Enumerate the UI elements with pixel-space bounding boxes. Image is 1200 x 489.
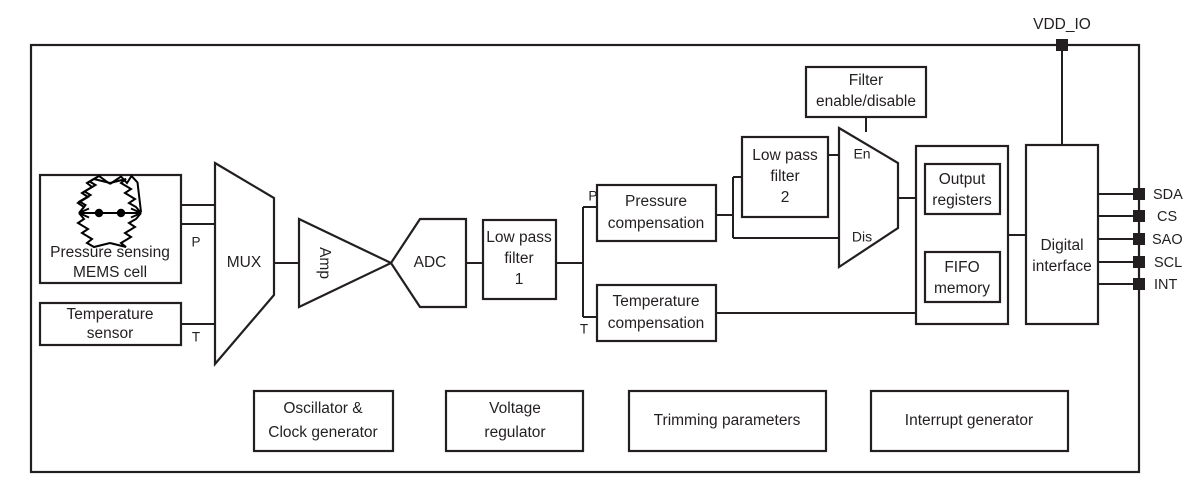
filter-ctrl-label-line1: Filter: [849, 72, 883, 89]
trimming-parameters-box: [627, 389, 828, 453]
pin-scl-pad: [1133, 256, 1145, 268]
low-pass-filter-1-block: Low pass filter 1: [481, 218, 558, 301]
amplifier-triangle: [297, 217, 394, 309]
output-registers-label-line1: Output: [939, 171, 986, 188]
vdd-io-net: [1056, 39, 1068, 145]
interrupt-generator-block: Interrupt generator: [869, 389, 1070, 453]
low-pass-filter-1-box: [481, 218, 558, 301]
wheatstone-bridge-legs: [76, 177, 142, 249]
temperature-sensor-block: Temperature sensor: [38, 301, 183, 347]
pressure-compensation-label-line1: Pressure: [625, 193, 687, 210]
input-mux-block: MUX: [213, 161, 276, 367]
adc-block: ADC: [389, 217, 468, 309]
pin-cs: CS: [1098, 209, 1177, 225]
lpf2-label-line3: 2: [781, 189, 790, 206]
voltage-regulator-label-line1: Voltage: [489, 400, 541, 417]
mems-label-line1: Pressure sensing: [50, 244, 170, 261]
filter-mux-en-label: En: [853, 146, 870, 162]
lpf1-label-line3: 1: [515, 271, 524, 288]
temperature-compensation-label-line1: Temperature: [612, 293, 699, 310]
voltage-regulator-block: Voltage regulator: [444, 389, 585, 453]
filter-mux-dis-label: Dis: [852, 229, 872, 245]
lpf2-label-line2: filter: [770, 168, 799, 185]
trimming-parameters-label: Trimming parameters: [654, 412, 801, 429]
pressure-compensation-block: Pressure compensation: [595, 183, 718, 243]
amplifier-label: Amp: [316, 247, 333, 279]
digital-interface-label-line2: interface: [1032, 258, 1091, 275]
digital-interface-block: Digital interface: [1024, 143, 1100, 326]
interface-pin-group: SDA CS SAO SCL INT: [1098, 187, 1183, 293]
digital-interface-label-line1: Digital: [1040, 237, 1083, 254]
amplifier-block: Amp: [297, 217, 394, 309]
pressure-compensation-box: [595, 183, 718, 243]
oscillator-box: [252, 389, 395, 453]
mems-box: [38, 173, 183, 285]
temperature-sensor-label-line1: Temperature: [66, 306, 153, 323]
lpf1-label-line2: filter: [504, 250, 533, 267]
pin-sao-label: SAO: [1152, 232, 1183, 248]
low-pass-filter-2-box: [740, 135, 830, 219]
lpf1-label-line1: Low pass: [486, 229, 552, 246]
pin-sao-pad: [1133, 233, 1145, 245]
pin-sda-label: SDA: [1153, 187, 1183, 203]
filter-enable-disable-block: Filter enable/disable: [804, 65, 928, 119]
fifo-memory-label-line2: memory: [934, 280, 990, 297]
signal-label-p: P: [191, 235, 200, 250]
lpf2-label-line1: Low pass: [752, 147, 818, 164]
oscillator-label-line2: Clock generator: [268, 424, 377, 441]
trimming-parameters-block: Trimming parameters: [627, 389, 828, 453]
temperature-sensor-label-line2: sensor: [87, 325, 134, 342]
fifo-memory-box: [923, 250, 1002, 304]
input-mux-shape: [213, 161, 276, 367]
low-pass-filter-2-block: Low pass filter 2: [740, 135, 830, 219]
voltage-regulator-box: [444, 389, 585, 453]
interrupt-generator-box: [869, 389, 1070, 453]
mems-label-line2: MEMS cell: [73, 264, 147, 281]
signal-label-t-sensor: T: [192, 330, 200, 345]
pin-int-pad: [1133, 278, 1145, 290]
voltage-regulator-label-line2: regulator: [484, 424, 545, 441]
signal-label-t-comp: T: [580, 322, 588, 337]
pressure-sensing-mems-cell: Pressure sensing MEMS cell: [38, 173, 183, 285]
temperature-sensor-box: [38, 301, 183, 347]
filter-ctrl-label-line2: enable/disable: [816, 93, 916, 110]
temperature-compensation-label-line2: compensation: [608, 315, 705, 332]
oscillator-clock-generator-block: Oscillator & Clock generator: [252, 389, 395, 453]
adc-label: ADC: [414, 254, 447, 271]
output-registers-box: [923, 162, 1002, 216]
output-registers-label-line2: registers: [932, 192, 992, 209]
pin-scl: SCL: [1098, 255, 1182, 271]
sensor-to-mux-wires: [181, 204, 215, 325]
pin-int-label: INT: [1154, 277, 1178, 293]
vdd-io-label: VDD_IO: [1033, 16, 1091, 33]
pressure-comp-output-split: [716, 176, 838, 239]
pin-scl-label: SCL: [1154, 255, 1182, 271]
pin-sda-pad: [1133, 188, 1145, 200]
temperature-compensation-block: Temperature compensation: [595, 283, 718, 343]
interrupt-generator-label: Interrupt generator: [905, 412, 1033, 429]
pin-cs-label: CS: [1157, 209, 1177, 225]
oscillator-label-line1: Oscillator &: [283, 400, 363, 417]
filter-select-mux: En Dis: [837, 126, 900, 270]
pin-sda: SDA: [1098, 187, 1183, 203]
pin-cs-pad: [1133, 210, 1145, 222]
pressure-compensation-label-line2: compensation: [608, 215, 705, 232]
input-mux-label: MUX: [227, 254, 262, 271]
pin-sao: SAO: [1098, 232, 1183, 248]
filter-select-mux-shape: [837, 126, 900, 270]
lpf1-split-wires: [556, 206, 597, 318]
digital-interface-box: [1024, 143, 1100, 326]
pin-int: INT: [1098, 277, 1178, 293]
fifo-memory-label-line1: FIFO: [944, 259, 979, 276]
memory-container-block: Output registers FIFO memory: [914, 144, 1010, 326]
